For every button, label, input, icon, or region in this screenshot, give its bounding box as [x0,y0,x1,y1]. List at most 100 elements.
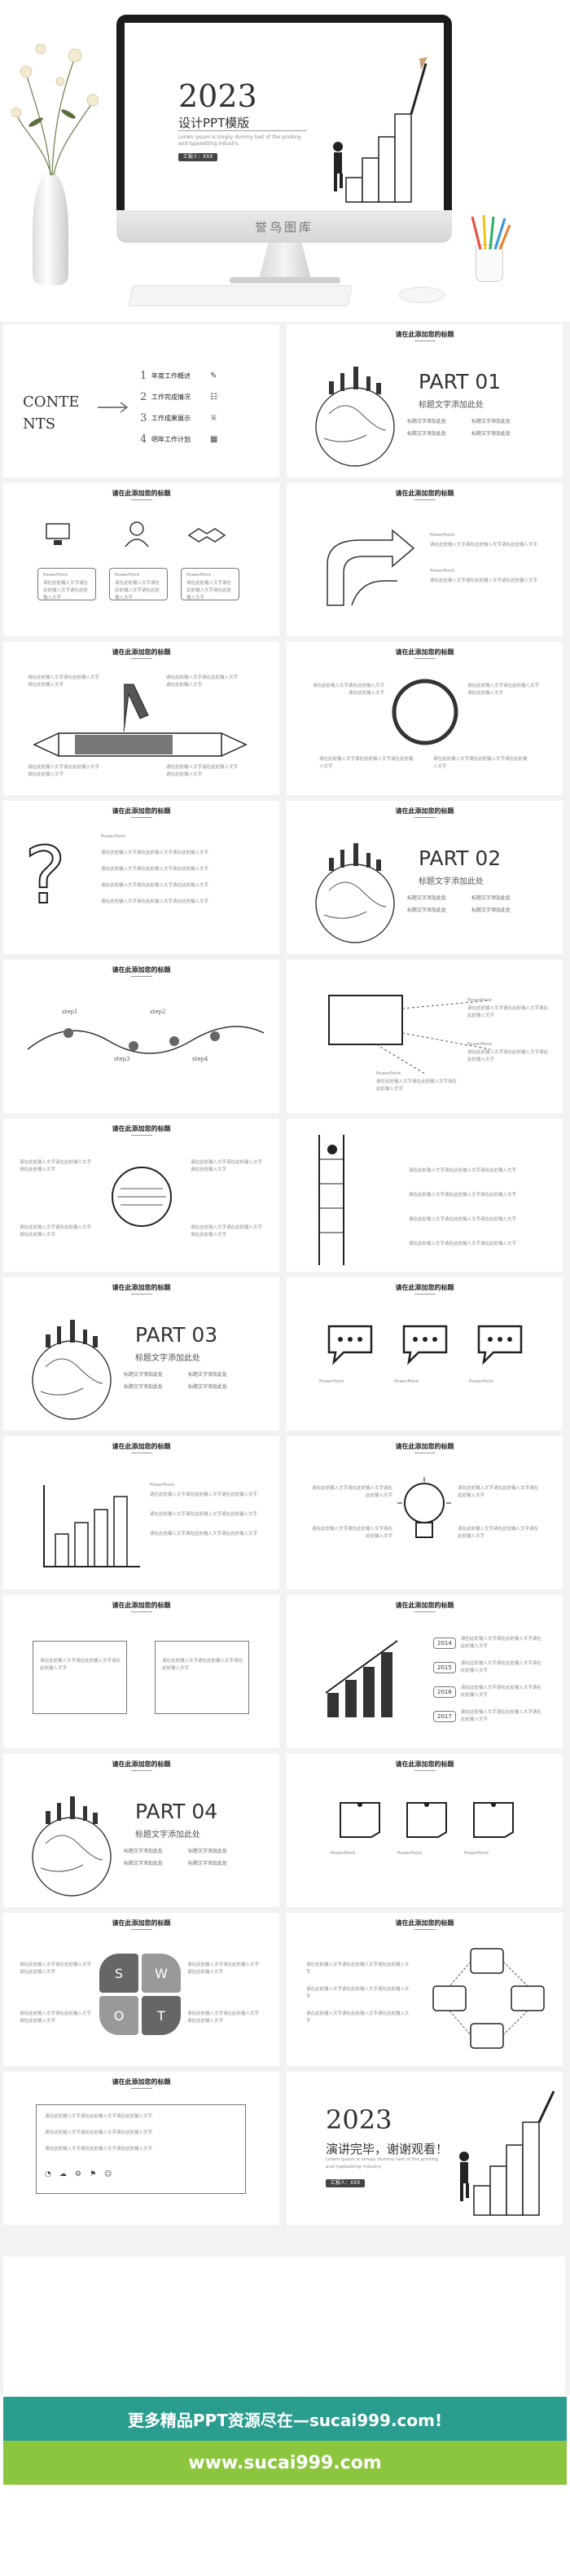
part-item: 标题文字添加此处 [124,1861,164,1866]
slide-ladder: 请在此处输入文字请在此处输入文字请在此处输入文字 请在此处输入文字请在此处输入文… [287,1119,563,1272]
contents-heading: CONTE NTS [23,391,88,435]
toc-label: 明年工作计划 [151,435,191,443]
sticky-note-icon [473,1802,514,1838]
person-icon [125,521,149,547]
banner-text-left: 请在此处输入文字请在此处输入文字请在此处输入文字 [28,675,100,688]
slide-title: 请在此添加您的标题 [3,1760,279,1771]
slide-speech-bubbles: 请在此添加您的标题 PowerPoint PowerPoint PowerPoi… [287,1277,563,1431]
part-subtitle: 标题文字添加此处 [135,1831,200,1840]
slide-title: 请在此添加您的标题 [3,807,279,818]
part-items: 标题文字添加此处标题文字添加此处 标题文字添加此处标题文字添加此处 [124,1847,246,1866]
slide-notes: 请在此添加您的标题 PowerPoint PowerPoint PowerPoi… [287,1754,563,1907]
part-subtitle: 标题文字添加此处 [135,1354,200,1363]
globe-illustration [32,1796,112,1897]
step-label: step4 [192,1056,208,1062]
point-text: 请在此处输入文字请在此处输入文字请在此处输入文字 [20,1160,92,1172]
chart-icon: ☷ [210,392,217,402]
slide-title: 请在此添加您的标题 [3,965,279,977]
part-item: 标题文字添加此处 [124,1372,164,1378]
promo-banner[interactable]: 更多精品PPT资源尽在—sucai999.com! [3,2397,567,2441]
card-label: PowerPoint [43,573,68,578]
slide-title: 请在此添加您的标题 [287,489,563,500]
point-text: 请在此处输入文字请在此处输入文字请在此处输入文字 [20,1225,92,1237]
summary-icons: ◔☁⚙⚑☺ [45,2170,120,2178]
flow-text: 请在此处输入文字请在此处输入文字请在此处输入文字 [430,543,538,547]
frame-text: 请在此处输入文字请在此处输入文字请在此处输入文字 [467,1050,549,1062]
swot-cell: O [99,1996,138,2035]
part-item: 标题文字添加此处 [471,431,511,437]
ladder-text: 请在此处输入文字请在此处输入文字请在此处输入文字 [409,1242,517,1246]
slide-swot: 请在此添加您的标题 S W O T 请在此处输入文字请在此处输入文字请在此处输入… [3,1913,279,2066]
frame-label: PowerPoint [376,1071,401,1076]
idea-text: 请在此处输入文字请在此处输入文字请在此处输入文字 [458,1527,539,1539]
globe-illustration [315,843,395,943]
growth-bars-illustration [325,1640,398,1717]
bar-text: 请在此处输入文字请在此处输入文字请在此处输入文字 [150,1512,258,1517]
card-label: PowerPoint [115,573,140,578]
slide-title: 请在此添加您的标题 [3,1919,279,1930]
lightbulb-icon [397,1477,451,1538]
slide-title: 请在此添加您的标题 [287,1760,563,1771]
sketch-frame-illustration [328,995,491,1075]
year-badge: 2017 [433,1711,456,1722]
part-item: 标题文字添加此处 [124,1848,164,1854]
slide-title: 请在此添加您的标题 [3,489,279,500]
mouse-illustration [399,287,445,303]
thanks-badge: 汇报人：XXX [326,2179,366,2187]
slide-steps: 请在此添加您的标题 step1 step2 step3 step4 [3,960,279,1113]
slide-title: 请在此添加您的标题 [287,807,563,818]
slide-title: 请在此添加您的标题 [287,1283,563,1295]
part-items: 标题文字添加此处标题文字添加此处 标题文字添加此处标题文字添加此处 [407,894,529,913]
slide-part-02: 请在此添加您的标题 PART 02 标题文字添加此处 标题文字添加此处标题文字添… [287,801,563,954]
slide-title: 请在此添加您的标题 [287,1601,563,1612]
arrow-icon [98,402,129,413]
computer-icon [46,523,70,545]
handshake-icon [187,528,226,543]
banner-text-bottom: 请在此处输入文字请在此处输入文字请在此处输入文字 [28,765,100,777]
slide-title: 请在此添加您的标题 [287,330,563,341]
slide-thanks: 2023 演讲完毕，谢谢观看！ Lorem ipsum is simply du… [287,2072,563,2225]
hero-subtitle: Lorem ipsum is simply dummy text of the … [178,134,301,147]
blank-panel [3,2257,565,2395]
flower-illustration [11,43,99,176]
slide-title: 请在此添加您的标题 [3,2077,279,2089]
part-subtitle: 标题文字添加此处 [419,877,484,886]
text-card: PowerPoint 请在此处输入文字请在此处输入文字请在此处输入文字 [37,568,96,600]
curved-arrow-illustration [327,529,415,606]
site-link[interactable]: www.sucai999.com [3,2441,567,2485]
pen-cup-illustration [476,244,503,282]
summary-box: 请在此处输入文字请在此处输入文字请在此处输入文字 请在此处输入文字请在此处输入文… [36,2104,246,2194]
slide-summary: 请在此添加您的标题 请在此处输入文字请在此处输入文字请在此处输入文字 请在此处输… [3,2072,279,2225]
frame-text: 请在此处输入文字请在此处输入文字请在此处输入文字 [162,1659,243,1671]
toc-label: 工作成果展示 [151,414,191,422]
part-item: 标题文字添加此处 [407,431,447,437]
wave-timeline [27,1026,264,1054]
monitor-frame: 2023 设计PPT模版 Lorem ipsum is simply dummy… [116,15,452,233]
card-text: 请在此处输入文字请在此处输入文字请在此处输入文字 [43,581,89,600]
flow-label: PowerPoint [430,533,455,538]
slide-title: 请在此添加您的标题 [3,1124,279,1136]
note-label: PowerPoint [464,1851,489,1856]
bubble-label: PowerPoint [319,1379,344,1384]
hanging-frame: 请在此处输入文字请在此处输入文字请在此处输入文字 [33,1641,127,1714]
step-label: step3 [114,1056,130,1062]
question-mark-icon: ? [24,829,67,922]
slide-title: 请在此添加您的标题 [3,1442,279,1453]
slide-title: 请在此添加您的标题 [287,1442,563,1453]
cycle-text: 请在此处输入文字请在此处输入文字请在此处输入文字 [467,684,540,696]
thanks-subtitle: Lorem ipsum is simply dummy text of the … [326,2157,438,2169]
slide-part-03: 请在此添加您的标题 PART 03 标题文字添加此处 标题文字添加此处标题文字添… [3,1277,279,1431]
slide-cycle: 请在此添加您的标题 请在此处输入文字请在此处输入文字请在此处输入文字 请在此处输… [287,642,563,795]
process-cycle-illustration [432,1948,545,2049]
flow-label: PowerPoint [430,569,455,574]
monitor-stand [259,243,311,279]
